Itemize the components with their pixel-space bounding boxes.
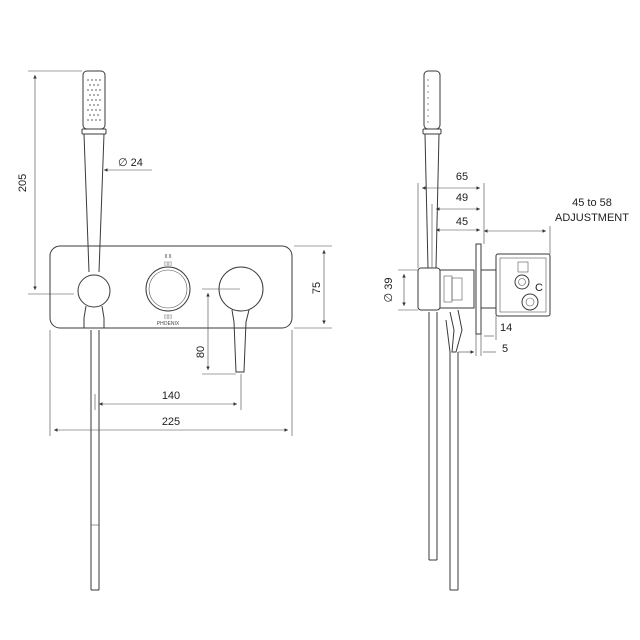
depth-65-label: 65 [456,171,468,183]
adjustment-word-label: ADJUSTMENT [555,212,629,224]
dim-lever-80: 80 [195,288,240,375]
svg-text:▯▯▯: ▯▯▯ [164,314,173,320]
lever-drop-label: 80 [195,346,207,358]
diameter-39-label: ∅ 39 [383,278,395,303]
shower-holder [77,274,111,308]
adjustment-range-label: 45 to 58 [572,197,612,209]
width-label: 225 [162,416,180,428]
brand-label: PHOENIX [157,321,180,327]
dim-diameter-24: ∅ 24 [104,157,152,172]
mixer-body-side [417,267,475,311]
svg-text:▯▯▯: ▯▯▯ [164,261,173,267]
rough-in-valve: C [481,253,551,317]
diameter-label: ∅ 24 [118,157,143,169]
lever-side [449,309,463,353]
offset-14-label: 14 [500,322,512,334]
dim-offset-5: 5 [458,334,508,356]
dim-spacing-140: 140 [94,374,242,410]
hose-side [428,312,459,591]
dim-width-225: 225 [49,330,293,436]
wall-plate [49,245,293,329]
depth-45-label: 45 [456,216,468,228]
height-label: 205 [17,174,29,192]
dim-depth-65: 65 [417,171,485,268]
dim-adjustment: 45 to 58 ADJUSTMENT [484,197,629,254]
spray-nozzles [87,79,101,121]
spacing-label: 140 [162,390,180,402]
hand-shower-side [422,70,442,269]
front-view: II II ▯▯▯ ▯▯▯ PHOENIX 205 ∅ 24 75 [17,70,332,591]
svg-text:C: C [535,282,543,294]
dim-offset-14: 14 [480,310,512,340]
dim-plate-75: 75 [294,245,332,329]
dim-height-205: 205 [17,70,82,295]
dim-depth-45: 45 [436,216,480,232]
wall-plate-side [475,243,482,335]
mixer-lever [218,266,264,373]
dim-diameter-39: ∅ 39 [383,269,418,311]
depth-49-label: 49 [456,192,468,204]
hand-shower [81,70,107,273]
plate-height-label: 75 [311,282,323,294]
side-view: C 65 49 45 45 to 58 ADJUSTMENT [383,70,629,591]
diverter-dial: II II ▯▯▯ ▯▯▯ PHOENIX [145,254,191,327]
offset-5-label: 5 [502,343,508,355]
hose [90,330,100,591]
dim-depth-49: 49 [431,192,480,268]
svg-text:II II: II II [165,254,172,260]
